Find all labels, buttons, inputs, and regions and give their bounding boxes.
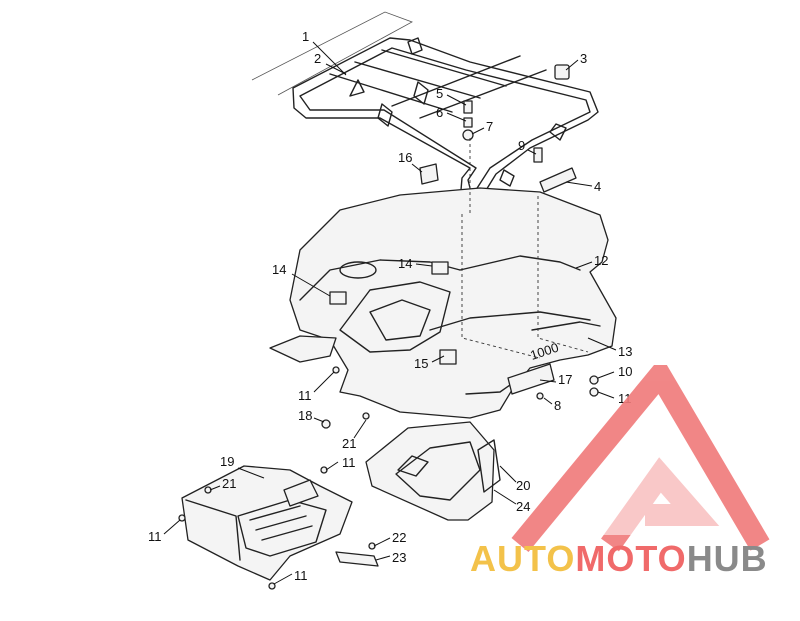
callout-6: 6: [436, 105, 443, 120]
brand-hub: HUB: [686, 538, 768, 579]
callout-12: 12: [594, 253, 608, 268]
callout-13: 13: [618, 344, 632, 359]
callout-16: 16: [398, 150, 412, 165]
callout-18: 18: [298, 408, 312, 423]
callout-22: 22: [392, 530, 406, 545]
callout-11-left: 11: [148, 529, 162, 544]
washer-10: [589, 375, 599, 385]
screw-21a: [362, 412, 370, 420]
callout-14-left: 14: [272, 262, 286, 277]
spacer-6: [463, 117, 473, 128]
automotohub-logo-icon: [511, 365, 770, 552]
callout-2: 2: [314, 51, 321, 66]
rack-hardware: [419, 64, 577, 193]
screw-11e: [268, 582, 276, 590]
callout-21-footwell: 21: [222, 476, 236, 491]
bolt-5: [463, 100, 473, 114]
callout-9: 9: [518, 138, 525, 153]
leader-lines: [163, 41, 617, 585]
screw-11a: [332, 366, 340, 374]
callout-14-right: 14: [398, 256, 412, 271]
callout-1: 1: [302, 29, 309, 44]
brand-moto: MOTO: [575, 538, 687, 579]
footwell-left: [181, 465, 353, 581]
callout-11-fender: 11: [298, 388, 312, 403]
rear-rack: [251, 11, 599, 213]
decal-15: [439, 349, 457, 365]
callout-20: 20: [516, 478, 530, 493]
screw-8: [536, 392, 544, 400]
decal-17: [507, 363, 555, 395]
callout-24: 24: [516, 499, 530, 514]
callout-5: 5: [436, 86, 443, 101]
screw-11d: [178, 514, 186, 522]
screw-11c: [320, 466, 328, 474]
callout-8: 8: [554, 398, 561, 413]
callout-7: 7: [486, 119, 493, 134]
bolt-9: [533, 147, 543, 163]
decal-14-right: [431, 261, 449, 275]
washer-7: [462, 129, 474, 141]
callout-19: 19: [220, 454, 234, 469]
rack-plug: [554, 64, 570, 80]
callout-21-fender: 21: [342, 436, 356, 451]
callout-3: 3: [580, 51, 587, 66]
bracket-23: [335, 551, 379, 567]
callout-23: 23: [392, 550, 406, 565]
footwell-right: [365, 421, 501, 521]
rack-bracket-4: [539, 167, 577, 193]
brand-wordmark: AUTOMOTOHUB: [470, 538, 768, 580]
callout-15: 15: [414, 356, 428, 371]
callout-4: 4: [594, 179, 601, 194]
rear-fender: 1000: [269, 187, 617, 419]
callout-11-footwell: 11: [342, 455, 356, 470]
decal-14-left: [329, 291, 347, 305]
callout-17: 17: [558, 372, 572, 387]
callout-10: 10: [618, 364, 632, 379]
callout-11-bottom: 11: [294, 568, 308, 583]
decal-16: [419, 163, 439, 185]
callout-labels: 1 2 3 4 5 6 7 9 16 12 14 14 13 15 10 17 …: [148, 29, 632, 583]
mud-flap-left: [269, 335, 337, 363]
brand-auto: AUTO: [470, 538, 576, 579]
